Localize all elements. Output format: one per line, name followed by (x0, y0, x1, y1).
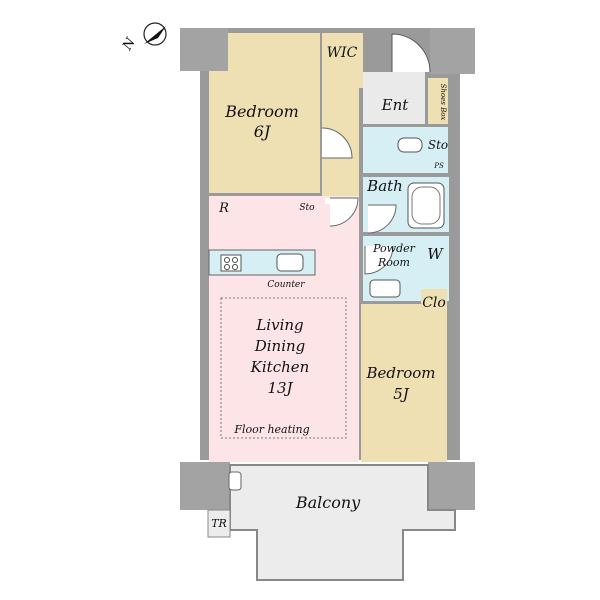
compass-north-label: N (120, 35, 139, 54)
counter-label: Counter (267, 280, 305, 290)
compass-needle-icon (144, 26, 166, 44)
burner-icon (224, 264, 230, 270)
door-swing-icon (367, 204, 397, 234)
floor-heating-zone (220, 297, 347, 439)
column (180, 462, 230, 510)
bathtub-inner-icon (411, 186, 441, 225)
washbasin-icon (369, 279, 401, 298)
washer-label: W (427, 245, 444, 263)
stove-icon (220, 254, 242, 272)
entrance-area (363, 72, 425, 124)
bedroom-2-name: Bedroom (366, 364, 436, 382)
toilet-icon (397, 137, 423, 153)
ldk-label-4: 13J (267, 379, 293, 397)
bedroom-1-name: Bedroom (224, 102, 299, 121)
door-swing-icon (321, 127, 353, 159)
storage-top-label: Sto (428, 138, 448, 152)
ps-label: PS (433, 162, 444, 170)
powder-room-label-2: Room (377, 256, 410, 269)
outdoor-unit-icon (228, 471, 242, 491)
door-swing-icon (329, 197, 359, 227)
sink-icon (276, 253, 304, 272)
shoes-box-label: Shoes Box (439, 84, 447, 121)
entrance-label: Ent (381, 96, 410, 114)
closet-clo-area (421, 289, 447, 314)
refrigerator-label: R (218, 201, 229, 216)
floor-heating-label: Floor heating (233, 423, 309, 436)
kitchen-counter: Counter (208, 249, 316, 290)
hall-area (209, 196, 324, 218)
bedroom-2-area (361, 304, 447, 462)
closet-label: Clo (422, 295, 446, 311)
trunk-room-area (207, 509, 231, 538)
balcony-label: Balcony (295, 493, 361, 512)
column (430, 28, 475, 74)
ldk-label-2: Dining (254, 337, 306, 355)
column (180, 28, 228, 71)
burner-icon (224, 257, 230, 263)
shoes-box-area (428, 78, 448, 124)
ldk-area (209, 196, 359, 462)
entrance-door-icon (391, 33, 431, 73)
bedroom-1-size: 6J (254, 122, 272, 141)
balcony-area (229, 464, 456, 581)
bathtub-icon (407, 182, 445, 229)
storage-mid-label: Sto (299, 203, 315, 213)
powder-room-label-1: Powder (372, 242, 416, 255)
ldk-label-3: Kitchen (250, 358, 310, 376)
column (428, 462, 475, 510)
trunk-room-label: TR (211, 517, 227, 530)
wic-area (322, 33, 363, 88)
door-swing-icon (364, 245, 394, 275)
wic-label: WIC (327, 45, 358, 61)
bath-label: Bath (366, 177, 403, 195)
compass: N (120, 22, 167, 54)
bedroom-2-size: 5J (393, 385, 410, 403)
burner-icon (232, 264, 238, 270)
burner-icon (232, 257, 238, 263)
ldk-label-1: Living (255, 316, 303, 334)
compass-circle-icon (143, 22, 167, 46)
